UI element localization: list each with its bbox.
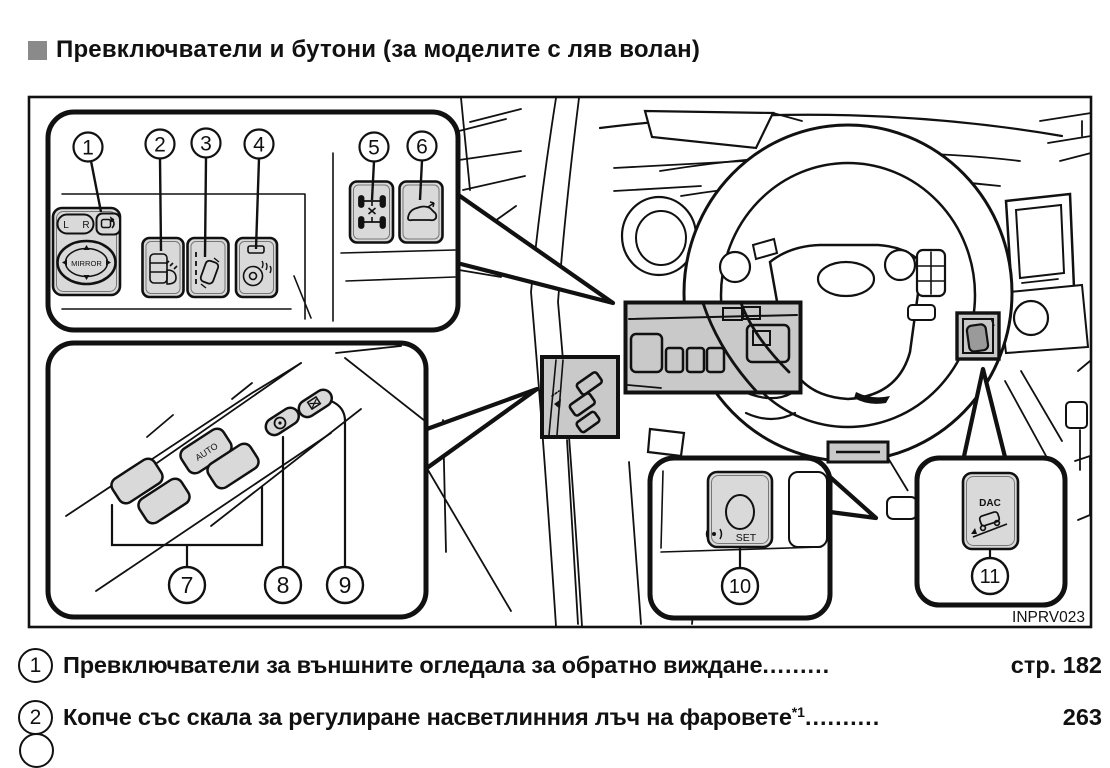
callout-7: 7 bbox=[167, 565, 207, 605]
steering-wheel bbox=[682, 123, 1014, 463]
mirror-r-label: R bbox=[82, 220, 89, 231]
column-lower-highlight bbox=[826, 440, 909, 492]
mirror-pad-arrows bbox=[62, 245, 111, 280]
list-item-2: 2 Копче със скала за регулиране насветли… bbox=[18, 700, 1102, 735]
lane-departure-button bbox=[186, 236, 230, 299]
mirror-lr-selector bbox=[56, 213, 95, 235]
dac-label: DAC bbox=[979, 498, 1001, 509]
svg-text:5: 5 bbox=[368, 137, 380, 160]
dash-right-switch bbox=[745, 323, 791, 364]
svg-text:2: 2 bbox=[154, 134, 166, 157]
callout-6: 6 bbox=[406, 130, 438, 201]
wheel-left-button bbox=[718, 250, 752, 284]
callout-2: 2 bbox=[144, 128, 176, 252]
manual-page: { "title": { "text": "Превключвател\u043… bbox=[18, 36, 1102, 768]
headlight-leveling-button bbox=[141, 236, 185, 299]
item-1-text: Превключватели за външните огледала за о… bbox=[63, 652, 763, 678]
list-item-1: 1 Превключватели за външните огледала за… bbox=[18, 648, 1102, 683]
dash-large-switch bbox=[629, 332, 664, 374]
wedge-to-column-lower bbox=[828, 475, 879, 521]
callout-9: 9 bbox=[325, 565, 365, 605]
figure-code: INPRV023 bbox=[1012, 609, 1085, 626]
vent-outline bbox=[646, 427, 686, 458]
callout-1: 1 bbox=[72, 131, 104, 213]
dash-panel-highlight bbox=[623, 300, 803, 395]
section-bullet-icon bbox=[28, 40, 47, 60]
set-label: SET bbox=[736, 532, 757, 544]
svg-text:9: 9 bbox=[339, 572, 352, 598]
callout-3: 3 bbox=[190, 127, 222, 258]
item-2-number: 2 bbox=[18, 700, 53, 735]
headlight-leveling-icon bbox=[149, 253, 178, 285]
callout-wedges bbox=[425, 192, 1009, 521]
wheel-right-button bbox=[883, 248, 917, 282]
mirror-fold-icon bbox=[100, 216, 115, 229]
inset-window-switches: AUTO bbox=[45, 340, 429, 620]
callout-8: 8 bbox=[263, 565, 303, 605]
svg-text:8: 8 bbox=[277, 572, 290, 598]
mirror-label: MIRROR bbox=[71, 259, 102, 268]
svg-text:7: 7 bbox=[181, 572, 194, 598]
wedge-to-dac-button bbox=[960, 366, 1009, 462]
wedge-to-dash-panel bbox=[455, 192, 616, 306]
svg-text:10: 10 bbox=[729, 576, 751, 598]
door-lock-switch bbox=[264, 406, 300, 437]
svg-text:6: 6 bbox=[416, 136, 428, 159]
tpms-reset-button bbox=[706, 470, 774, 549]
svg-text:11: 11 bbox=[980, 566, 1001, 588]
dac-downhill-icon bbox=[971, 511, 1008, 538]
dash-switch-2 bbox=[685, 346, 706, 374]
diagram-figure: L R MIRROR bbox=[27, 95, 1093, 629]
wedge-to-door-switches bbox=[425, 386, 540, 470]
item-1-leader: ......... bbox=[762, 652, 831, 678]
item-1-page-ref: стр. 182 bbox=[1010, 652, 1102, 678]
dash-switch-1 bbox=[664, 346, 685, 374]
page-title: Превключватели и бутони (за моделите с л… bbox=[56, 36, 701, 63]
item-2-footnote-marker: *1 bbox=[791, 704, 805, 720]
list-item-3-partial-circle bbox=[19, 733, 54, 768]
item-2-text: Копче със скала за регулиране насветлинн… bbox=[63, 704, 792, 730]
mirror-l-label: L bbox=[63, 220, 69, 231]
item-1-number: 1 bbox=[18, 648, 53, 683]
tpms-tire-icon bbox=[705, 528, 723, 540]
inset-tpms: SET bbox=[647, 455, 833, 621]
dash-switch-3 bbox=[705, 346, 726, 374]
callout-5: 5 bbox=[358, 131, 390, 201]
wheel-hub bbox=[768, 243, 924, 401]
inset-dac: DAC bbox=[914, 455, 1068, 608]
mirror-switch bbox=[51, 206, 122, 297]
callout-4: 4 bbox=[243, 128, 275, 250]
section-header: Превключватели и бутони (за моделите с л… bbox=[28, 36, 700, 64]
callout-circles: 1 2 3 4 5 6 7 8 9 10 11 bbox=[72, 127, 1010, 606]
svg-text:4: 4 bbox=[253, 134, 265, 157]
dac-button-highlight bbox=[955, 311, 1001, 361]
callout-10: 10 bbox=[720, 566, 760, 606]
door-switches-highlight bbox=[540, 355, 620, 439]
window-lock-switch bbox=[297, 388, 333, 419]
svg-text:1: 1 bbox=[82, 137, 94, 160]
steering-badge bbox=[816, 260, 876, 298]
lane-departure-icon bbox=[195, 252, 220, 289]
inset-mirror-switches: L R MIRROR bbox=[45, 109, 461, 333]
blank-switch bbox=[788, 471, 828, 548]
svg-text:3: 3 bbox=[200, 133, 212, 156]
start-switch-outline bbox=[620, 195, 698, 277]
callout-11: 11 bbox=[970, 556, 1010, 596]
dac-button bbox=[961, 471, 1020, 551]
item-2-page-ref: 263 bbox=[1062, 704, 1102, 730]
sun-visor bbox=[643, 109, 775, 150]
item-2-leader: .......... bbox=[804, 704, 881, 730]
mirror-fold-button bbox=[95, 212, 121, 236]
awd-lock-icon bbox=[358, 195, 386, 229]
power-back-door-icon bbox=[407, 201, 438, 222]
